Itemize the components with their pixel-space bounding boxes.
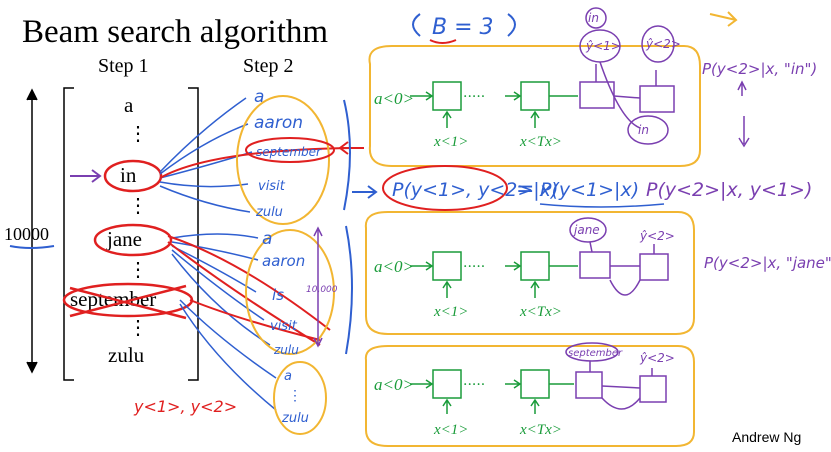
prob-in-down bbox=[738, 116, 750, 148]
rnn-cell bbox=[520, 81, 550, 111]
fan-lines-in bbox=[159, 97, 253, 213]
fan-lines-jane bbox=[171, 233, 277, 411]
slide-title: Beam search algorithm bbox=[22, 14, 328, 50]
rnn-cell bbox=[520, 251, 550, 281]
decoder-panel-in: a<0> ····· x<1> x<Tx> in ŷ<1> ŷ<2> in bbox=[368, 7, 701, 167]
prob-jane-note: P(y<2>|x, "jane") bbox=[704, 254, 831, 272]
rnn-cell bbox=[520, 369, 550, 399]
vocab-dots: ⋮ bbox=[128, 317, 148, 339]
list3-word-1: a bbox=[284, 369, 292, 384]
prob-in-up bbox=[737, 80, 747, 96]
panel2-y2: ŷ<2> bbox=[639, 229, 675, 243]
step1-label: Step 1 bbox=[98, 55, 149, 77]
author: Andrew Ng bbox=[732, 429, 801, 445]
targets-note: y<1>, y<2> bbox=[133, 397, 237, 416]
list1-word-5: zulu bbox=[255, 205, 283, 220]
beam-width-note: B = 3 bbox=[412, 13, 516, 44]
prob-second: P(y<2>|x, y<1>) bbox=[646, 179, 812, 201]
svg-text:·····: ····· bbox=[463, 89, 485, 105]
decoder-xtx: x<Tx> bbox=[519, 304, 562, 320]
list2-count-arrow bbox=[313, 226, 323, 348]
prob-first: P(y<1>|x) bbox=[540, 179, 639, 201]
list2-word-2: aaron bbox=[262, 252, 305, 270]
list3-dots: ⋮ bbox=[288, 389, 302, 404]
list1-word-2: aaron bbox=[254, 113, 303, 133]
decoder-panel-jane: a<0> ····· x<1> x<Tx> jane ŷ<2> bbox=[364, 211, 695, 335]
list1-word-4: visit bbox=[258, 179, 286, 194]
september-circle bbox=[245, 137, 335, 163]
rnn-cell bbox=[432, 81, 462, 111]
vocab-bracket bbox=[63, 87, 199, 381]
joint-prob-circle bbox=[382, 165, 508, 211]
list1-red-arrow bbox=[338, 141, 364, 155]
list2-count-note: 10,000 bbox=[306, 285, 338, 295]
decoder-xtx: x<Tx> bbox=[519, 134, 562, 150]
formula-arrow bbox=[352, 185, 378, 199]
prob-equals: = bbox=[516, 177, 534, 202]
vocab-size-underline bbox=[9, 245, 55, 249]
list2-word-1: a bbox=[262, 229, 272, 249]
panel3-september: september bbox=[568, 348, 623, 359]
list2-word-3: is bbox=[272, 286, 284, 304]
decoder-a0: a<0> bbox=[374, 89, 414, 108]
vocab-word-a: a bbox=[124, 93, 134, 117]
prob-joint: P(y<1>, y<2>|x) bbox=[392, 179, 558, 201]
prob-in-note: P(y<2>|x, "in") bbox=[702, 60, 817, 78]
list1-brace bbox=[343, 99, 351, 211]
vocab-dots: ⋮ bbox=[128, 259, 148, 281]
panel1-pointer bbox=[709, 11, 738, 27]
in-red-link bbox=[159, 147, 353, 179]
panel1-in-bottom: in bbox=[638, 123, 649, 137]
list2-word-5: zulu bbox=[273, 343, 299, 357]
decoder-x1: x<1> bbox=[433, 422, 468, 438]
vocab-word-in: in bbox=[120, 163, 137, 187]
svg-text:·····: ····· bbox=[463, 377, 485, 393]
decoder-xtx: x<Tx> bbox=[519, 422, 562, 438]
red-links-jane bbox=[167, 235, 331, 346]
vocab-size: 10000 bbox=[4, 224, 49, 244]
vocab-dots: ⋮ bbox=[128, 195, 148, 217]
list3-highlight bbox=[273, 361, 327, 435]
vocab-size-arrow bbox=[26, 88, 38, 374]
list2-highlight bbox=[245, 229, 335, 355]
list2-brace bbox=[345, 225, 353, 355]
list2-word-4: visit bbox=[270, 319, 298, 334]
list3-word-2: zulu bbox=[281, 411, 309, 426]
vocab-word-jane: jane bbox=[106, 227, 142, 251]
svg-text:·····: ····· bbox=[463, 259, 485, 275]
panel2-jane: jane bbox=[572, 223, 600, 237]
rnn-cell bbox=[432, 369, 462, 399]
decoder-x1: x<1> bbox=[433, 304, 468, 320]
list1-highlight bbox=[236, 95, 330, 225]
decoder-panel-september: a<0> ····· x<1> x<Tx> september ŷ<2> bbox=[364, 342, 695, 447]
decoder-a0: a<0> bbox=[374, 257, 414, 276]
selected-word-circles bbox=[62, 159, 194, 320]
decoder-a0: a<0> bbox=[374, 375, 414, 394]
in-arrow bbox=[70, 169, 102, 183]
vocab-dots: ⋮ bbox=[128, 123, 148, 145]
panel1-y1: ŷ<1> bbox=[585, 39, 621, 53]
panel1-y2: ŷ<2> bbox=[645, 37, 681, 51]
panel3-y2: ŷ<2> bbox=[639, 351, 675, 365]
decoder-x1: x<1> bbox=[433, 134, 468, 150]
step2-label: Step 2 bbox=[243, 55, 294, 77]
vocab-word-zulu: zulu bbox=[108, 343, 145, 367]
list1-word-1: a bbox=[254, 87, 264, 107]
list1-word-3: september bbox=[256, 145, 322, 159]
beam-width-label: B = 3 bbox=[432, 15, 494, 40]
panel1-in-top: in bbox=[588, 11, 599, 25]
rnn-cell bbox=[432, 251, 462, 281]
formula-underline bbox=[539, 203, 665, 208]
